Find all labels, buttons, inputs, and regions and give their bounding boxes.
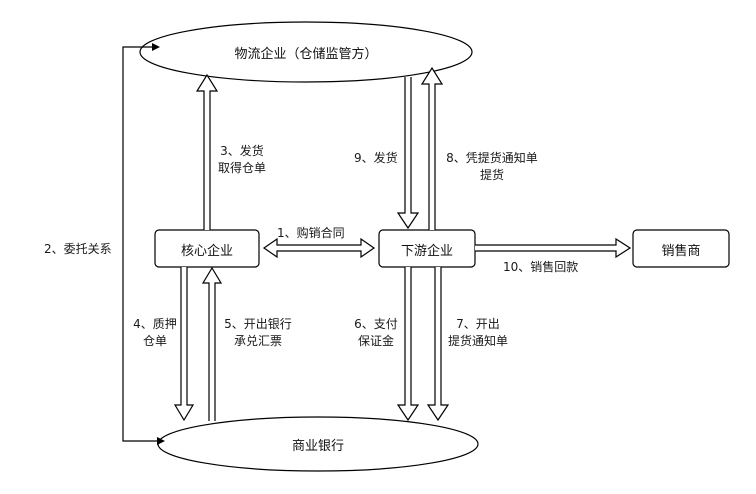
edge-7-label: 7、开出 提货通知单	[447, 317, 508, 348]
node-logistics-shape	[139, 21, 473, 83]
edge-8-label: 8、凭提货通知单 提货	[446, 151, 538, 182]
node-seller-label: 销售商	[661, 244, 701, 259]
edge-1-arrow	[262, 237, 376, 259]
edge-6-label: 6、支付 保证金	[354, 317, 398, 348]
node-core-label: 核心企业	[180, 244, 233, 259]
edge-5-arrow	[201, 266, 223, 421]
edge-5-label: 5、开出银行 承兑汇票	[224, 317, 292, 348]
edge-6-arrow	[396, 267, 420, 422]
edge-2-label: 2、委托关系	[44, 242, 112, 256]
edge-1-label: 1、购销合同	[277, 226, 345, 240]
edge-7-arrow	[426, 267, 450, 422]
edge-2-line	[122, 46, 157, 442]
edge-10-arrow	[475, 237, 632, 259]
edge-8-arrow	[420, 66, 444, 230]
edge-9-arrow	[396, 77, 420, 230]
edge-3-label: 3、发货 取得仓单	[217, 144, 266, 175]
edge-4-arrow	[173, 267, 195, 422]
node-downstream-label: 下游企业	[400, 244, 453, 259]
node-bank-label: 商业银行	[291, 439, 344, 454]
edge-2-arrow-top	[152, 43, 160, 51]
edge-2-arrow-bottom	[157, 437, 165, 445]
edge-4-label: 4、质押 仓单	[133, 317, 177, 348]
node-logistics-label: 物流企业（仓储监管方）	[234, 47, 378, 62]
edge-9-label: 9、发货	[354, 151, 398, 165]
node-seller-shape	[632, 229, 730, 268]
edge-10-label: 10、销售回款	[503, 260, 579, 274]
edge-3-arrow	[195, 73, 219, 230]
